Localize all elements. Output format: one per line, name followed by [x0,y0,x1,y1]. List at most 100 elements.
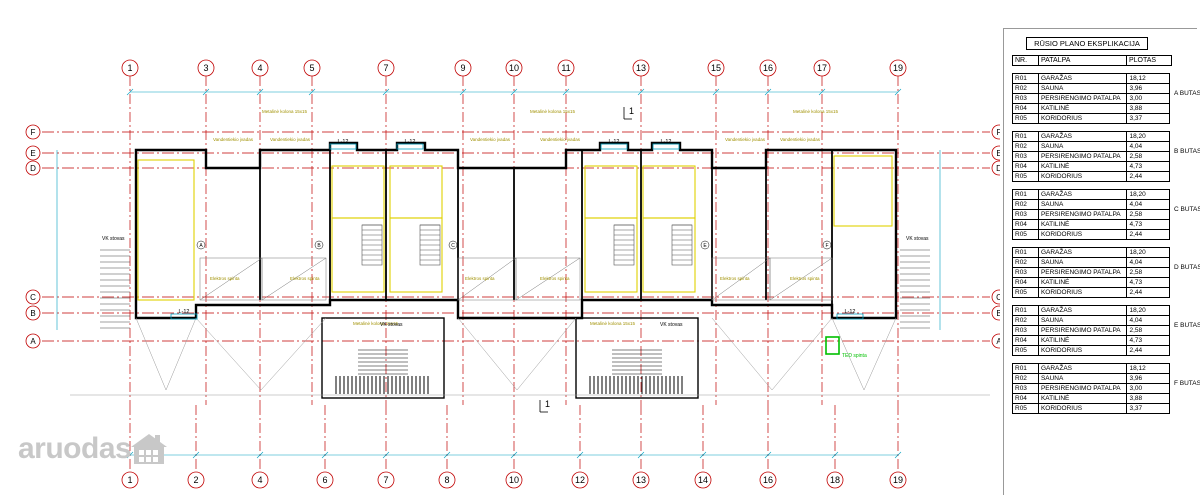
table-cell: KATILINĖ [1037,393,1128,404]
axis-label: 7 [383,63,388,73]
axis-label: D [30,164,36,173]
room-highlight [389,217,443,293]
slope-line [195,317,262,391]
table-cell: PERSIRENGIMO PATALPA [1037,383,1128,394]
axis-bubble [991,333,1000,349]
dimension-tick [382,88,390,96]
electric-box-label: Elektros spinta [290,276,320,281]
slope-line [771,317,833,391]
electric-box-label: Elektros spinta [465,276,495,281]
table-cell: 2,58 [1126,267,1170,278]
garage-door-zone [769,257,833,301]
table-cell: PERSIRENGIMO PATALPA [1037,267,1128,278]
slope-line [863,317,897,391]
axis-bubble [759,471,777,489]
axis-bubble [454,59,472,77]
water-inlet-label: Vandentiekio įvadas [725,137,766,142]
watermark-text: aruodas [18,432,132,465]
axis-bubble [377,59,395,77]
house-icon [131,434,168,464]
axis-bubble [25,160,41,176]
axis-label: 1 [127,63,132,73]
dimension-tick [459,88,467,96]
ted-box-label: TED spinta [842,353,867,359]
column-label: Metalinė kolona 15x15 [793,109,839,114]
unit-marker [314,240,324,250]
table-cell: KORIDORIUS [1037,345,1128,356]
schedule-title: RŪSIO PLANO EKSPLIKACIJA [1026,37,1148,50]
dimension-tick [192,451,200,459]
water-inlet-label: Vandentiekio įvadas [213,137,254,142]
axis-bubble [991,289,1000,305]
header-nr: NR. [1013,56,1039,65]
axis-label: E [30,149,35,158]
entrance-stairwell [321,317,445,399]
axis-bubble [813,59,831,77]
room-highlight [584,165,638,219]
unit-marker [700,240,710,250]
window-label: L-12 [337,139,348,145]
dimension-tick [576,451,584,459]
axis-bubble [505,59,523,77]
table-cell: R02 [1012,199,1039,210]
room-highlight [389,165,443,219]
dimension-tick [818,88,826,96]
axis-label: 11 [561,63,570,73]
table-cell: GARAŽAS [1037,73,1128,84]
water-inlet-label: Vandentiekio įvadas [540,137,581,142]
riser-label: VK stovas [660,322,683,328]
axis-label: 14 [698,475,708,485]
axis-bubble [889,59,907,77]
window-label: L-12 [608,139,619,145]
axis-bubble [25,289,41,305]
window [396,143,424,150]
slope-line [135,317,167,391]
axis-label: 19 [893,475,903,485]
window [329,143,357,150]
unit-label: D BUTAS [1174,264,1200,271]
dimension-tick [126,451,134,459]
section-mark-label: 1 [545,399,550,409]
stair [671,224,693,266]
slope-line [831,317,865,391]
table-cell: 3,96 [1126,373,1170,384]
table-cell: 2,58 [1126,325,1170,336]
garage-diagonal [711,257,771,301]
riser-label: VK stovas [906,236,929,242]
table-cell: 3,88 [1126,393,1170,404]
room-highlight [331,165,385,219]
table-cell: R05 [1012,113,1039,124]
table-cell: R01 [1012,131,1039,142]
axis-bubble [759,59,777,77]
table-cell: 3,37 [1126,403,1170,414]
garage-diagonal [199,257,263,301]
table-cell: 3,88 [1126,103,1170,114]
table-cell: KORIDORIUS [1037,229,1128,240]
axis-label: D [996,164,1000,173]
window-label: L-12 [660,139,671,145]
axis-label: C [996,293,1000,302]
window-label: L-12 [178,309,189,315]
room-highlight [642,217,696,293]
header-plotas: PLOTAS [1129,57,1157,64]
axis-label: 19 [893,63,903,73]
axis-bubble [991,305,1000,321]
axis-bubble [632,471,650,489]
water-inlet-label: Vandentiekio įvadas [270,137,311,142]
unit-label: B BUTAS [1174,148,1200,155]
table-cell: 4,04 [1126,257,1170,268]
table-cell: 3,00 [1126,93,1170,104]
room-highlight [584,217,638,293]
electric-box-label: Elektros spinta [790,276,820,281]
table-cell: R03 [1012,383,1039,394]
table-cell: R05 [1012,229,1039,240]
